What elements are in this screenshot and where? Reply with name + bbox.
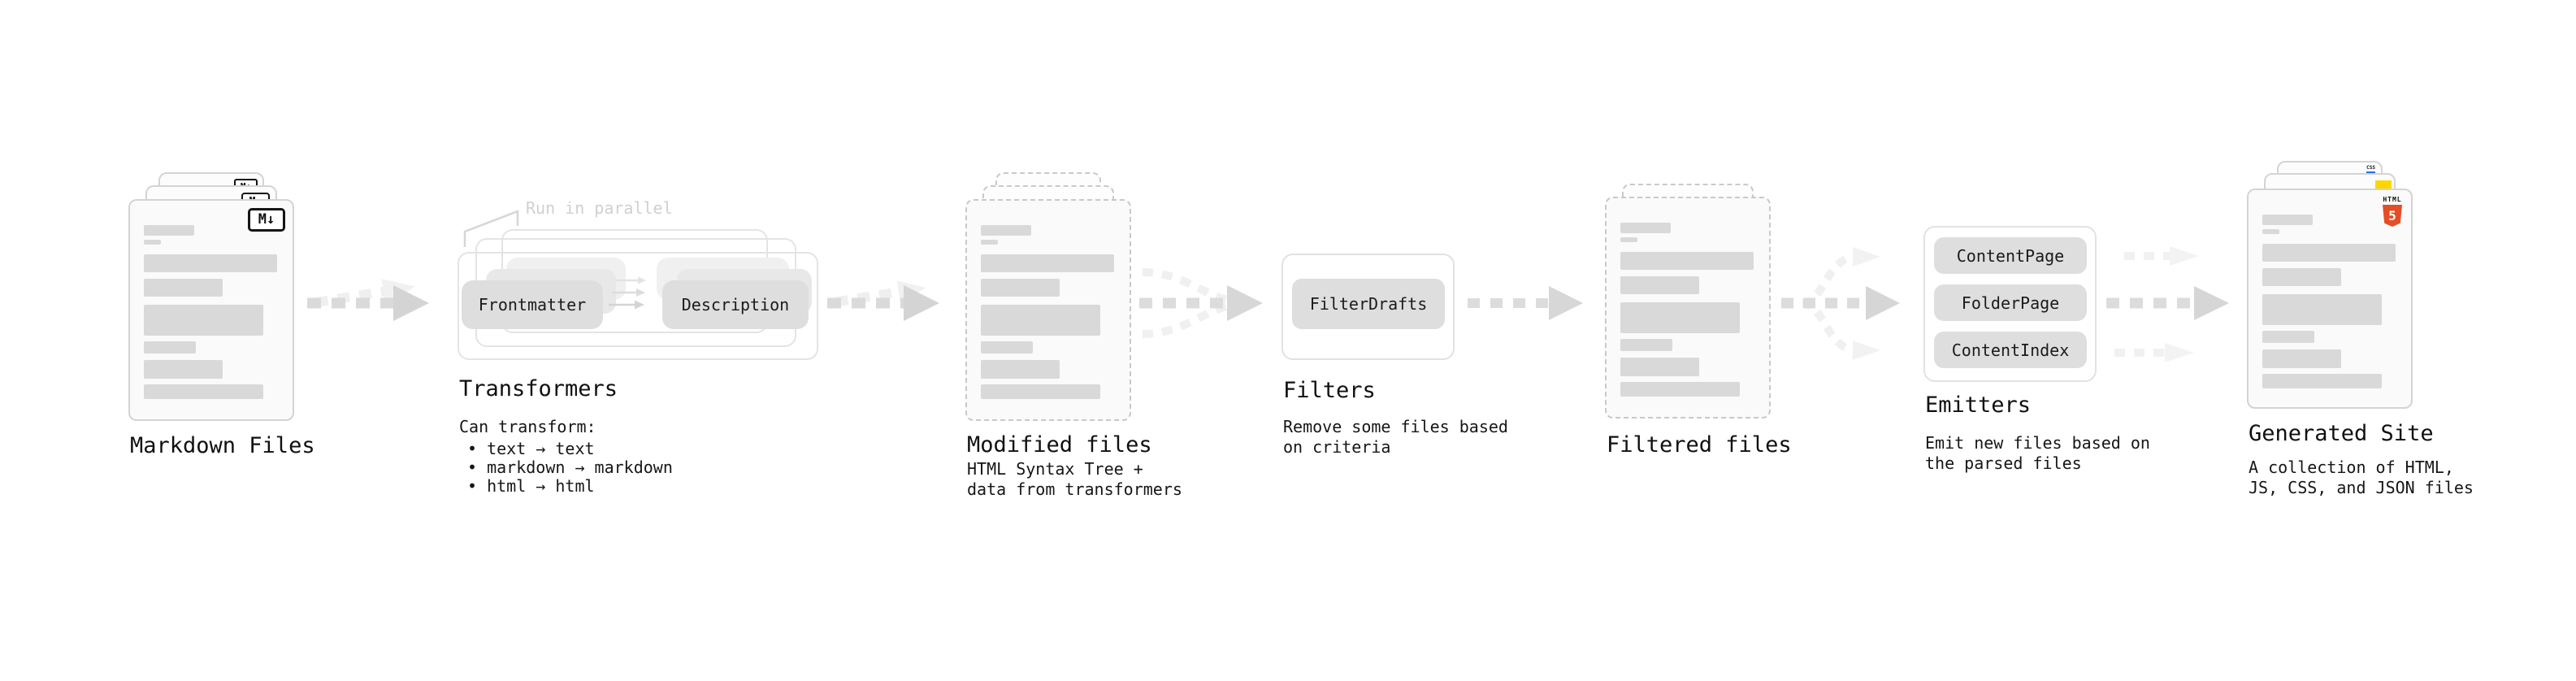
stage-title: Markdown Files	[130, 433, 315, 458]
arrow-markdown-to-transformers	[307, 279, 429, 321]
stage-description-line: • text → text	[467, 439, 595, 458]
stage-markdown-files: M↓ M↓ M↓ Markdown Files	[128, 172, 332, 497]
stage-title: Transformers	[459, 376, 618, 401]
transform-flow-arrows	[609, 276, 646, 310]
stage-title: Filters	[1283, 378, 1376, 403]
stage-title: Generated Site	[2249, 421, 2434, 446]
transformer-group-outline	[458, 252, 818, 360]
stage-description-line: on criteria	[1283, 437, 1391, 457]
document-placeholder-lines	[2249, 190, 2411, 388]
transformer-node-frontmatter: Frontmatter	[462, 280, 603, 329]
stage-emitters: ContentPage FolderPage ContentIndex Emit…	[1923, 226, 2167, 494]
transformer-node-description: Description	[662, 280, 809, 329]
markdown-document-card: M↓	[128, 199, 294, 421]
stage-description-line: A collection of HTML,	[2249, 458, 2454, 477]
stage-filtered-files: Filtered files	[1605, 184, 1816, 492]
html5-icon-shield: 5	[2383, 205, 2402, 227]
stage-description-line: • html → html	[467, 476, 595, 496]
stage-title: Filtered files	[1607, 432, 1792, 458]
arrow-filters-to-filtered	[1468, 286, 1583, 320]
stage-description-line: Can transform:	[459, 417, 596, 436]
stage-generated-site: CSS HTML 5 Generated Site A collection o…	[2247, 161, 2491, 510]
document-placeholder-lines	[967, 201, 1130, 399]
generated-document-card: HTML 5	[2247, 189, 2413, 409]
arrow-transformers-to-modified	[827, 280, 939, 321]
stage-title: Emitters	[1925, 393, 2032, 418]
arrow-emitters-to-generated	[2106, 246, 2229, 362]
document-placeholder-lines	[1607, 198, 1769, 397]
emitter-node-contentindex: ContentIndex	[1934, 332, 2087, 368]
html5-icon: HTML 5	[2381, 197, 2404, 227]
filtered-document-card	[1605, 197, 1771, 419]
filter-node-filterdrafts: FilterDrafts	[1292, 279, 1445, 329]
html5-icon-word: HTML	[2383, 196, 2402, 203]
arrow-filtered-to-emitters	[1781, 247, 1900, 360]
stage-description-line: Remove some files based	[1283, 417, 1508, 436]
run-in-parallel-label: Run in parallel	[526, 198, 673, 218]
modified-document-card	[965, 199, 1131, 421]
document-placeholder-lines	[130, 201, 293, 399]
stage-description-line: • markdown → markdown	[467, 458, 673, 477]
stage-description-line: Emit new files based on	[1925, 433, 2150, 453]
markdown-icon: M↓	[248, 208, 285, 232]
emitter-node-folderpage: FolderPage	[1934, 284, 2087, 321]
stage-description-line: the parsed files	[1925, 453, 2082, 473]
arrow-modified-to-filters	[1139, 268, 1263, 338]
stage-transformers: Run in parallel Frontmatter Description …	[458, 195, 831, 520]
stage-description-line: JS, CSS, and JSON files	[2249, 478, 2474, 497]
stage-title: Modified files	[967, 432, 1152, 458]
javascript-icon	[2375, 180, 2392, 189]
css-icon: CSS	[2366, 166, 2375, 173]
emitter-node-contentpage: ContentPage	[1934, 237, 2087, 274]
annotation-leader-line	[463, 210, 519, 247]
stage-description-line: HTML Syntax Tree +	[967, 459, 1143, 479]
stage-filters: FilterDrafts Filters Remove some files b…	[1281, 254, 1517, 514]
stage-description-line: data from transformers	[967, 479, 1182, 499]
stage-modified-files: Modified files HTML Syntax Tree + data f…	[965, 172, 1182, 514]
